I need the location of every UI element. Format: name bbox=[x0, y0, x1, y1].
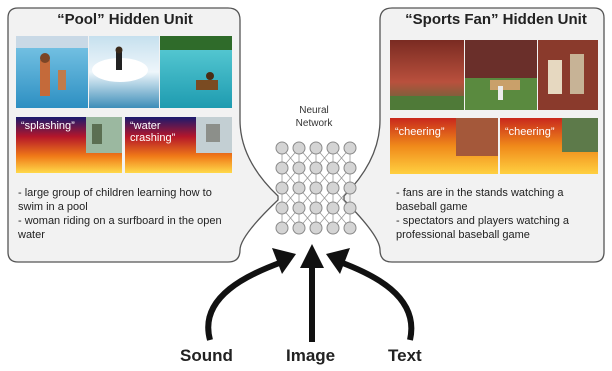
sound-label: “cheering” bbox=[395, 126, 445, 138]
sports-unit-title: “Sports Fan” Hidden Unit bbox=[405, 11, 587, 28]
network-node bbox=[292, 181, 306, 195]
network-node bbox=[326, 141, 340, 155]
network-node bbox=[309, 181, 323, 195]
pool-unit-title: “Pool” Hidden Unit bbox=[57, 11, 193, 28]
text-arrow bbox=[338, 259, 415, 341]
network-node bbox=[292, 141, 306, 155]
image-arrowhead bbox=[300, 244, 324, 268]
network-label-line1: Neural bbox=[299, 105, 329, 116]
pool-spectrogram-caption-2: “water crashing” bbox=[125, 117, 195, 157]
pool-spectrogram-1 bbox=[16, 117, 122, 173]
network-label: Neural Network bbox=[284, 104, 344, 130]
network-node bbox=[326, 201, 340, 215]
network-node bbox=[275, 141, 289, 155]
network-node bbox=[292, 161, 306, 175]
network-node bbox=[309, 141, 323, 155]
sports-spectrogram-1 bbox=[390, 118, 498, 174]
network-node bbox=[292, 201, 306, 215]
network-node bbox=[343, 181, 357, 195]
sound-label: “water crashing” bbox=[130, 120, 176, 144]
pool-descriptions: - large group of children learning how t… bbox=[18, 186, 233, 242]
sports-image-2 bbox=[465, 40, 537, 110]
pool-image-1 bbox=[16, 36, 88, 108]
network-node bbox=[275, 161, 289, 175]
description-item: - large group of children learning how t… bbox=[18, 187, 212, 213]
network-node bbox=[326, 161, 340, 175]
network-node bbox=[343, 161, 357, 175]
network-node bbox=[309, 221, 323, 235]
network-node bbox=[275, 221, 289, 235]
sports-descriptions: - fans are in the stands watching a base… bbox=[396, 186, 602, 242]
network-node bbox=[343, 221, 357, 235]
sports-spectrogram-caption-1: “cheering” bbox=[390, 118, 460, 148]
sports-image-1 bbox=[390, 40, 464, 110]
network-node bbox=[326, 181, 340, 195]
network-node bbox=[275, 181, 289, 195]
sports-spectrogram-caption-2: “cheering” bbox=[500, 118, 570, 148]
sound-label: “cheering” bbox=[505, 126, 555, 138]
sound-arrow bbox=[205, 259, 284, 341]
sports-image-3 bbox=[538, 40, 598, 110]
description-item: - spectators and players watching a prof… bbox=[396, 215, 570, 241]
network-node bbox=[309, 201, 323, 215]
pool-image-2 bbox=[89, 36, 159, 108]
sound-input-label: Sound bbox=[180, 346, 233, 365]
pool-image-3 bbox=[160, 36, 232, 108]
network-node bbox=[326, 221, 340, 235]
image-input-label: Image bbox=[286, 346, 336, 365]
network-node bbox=[292, 221, 306, 235]
description-item: - fans are in the stands watching a base… bbox=[396, 187, 564, 213]
network-node bbox=[275, 201, 289, 215]
network-node bbox=[309, 161, 323, 175]
description-item: - woman riding on a surfboard in the ope… bbox=[18, 215, 222, 241]
network-node bbox=[343, 141, 357, 155]
pool-spectrogram-caption-1: “splashing” bbox=[16, 117, 86, 157]
network-label-line2: Network bbox=[295, 118, 333, 129]
network-nodes bbox=[275, 141, 357, 235]
sports-spectrogram-2 bbox=[500, 118, 598, 174]
text-input-label: Text bbox=[388, 346, 422, 365]
sound-arrowhead bbox=[272, 248, 296, 274]
pool-spectrogram-2 bbox=[125, 117, 232, 173]
sound-label: “splashing” bbox=[21, 120, 75, 132]
network-node bbox=[343, 201, 357, 215]
text-arrowhead bbox=[326, 248, 350, 274]
